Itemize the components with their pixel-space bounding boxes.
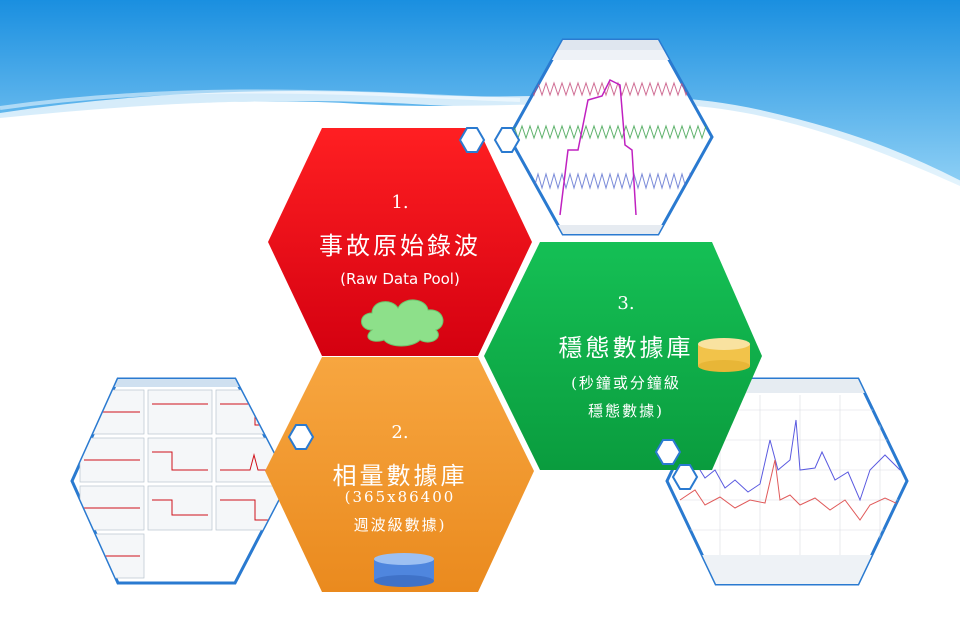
phasor-screenshot — [70, 377, 290, 585]
hex1-subtitle: (Raw Data Pool) — [340, 270, 460, 288]
database-icon — [374, 553, 434, 587]
hex-raw-data — [268, 128, 532, 356]
hex3-subtitle-line1: (秒鐘或分鐘級 — [571, 374, 681, 392]
hex1-title: 事故原始錄波 — [319, 232, 481, 260]
hex3-subtitle-line2: 穩態數據) — [588, 402, 664, 420]
connector-hexagons — [287, 127, 699, 490]
hex3-number: 3. — [617, 293, 635, 314]
hex2-number: 2. — [391, 422, 409, 443]
cloud-icon — [361, 299, 444, 347]
hex2-title: 相量數據庫 — [332, 462, 468, 490]
hex3-title: 穩態數據庫 — [558, 334, 694, 362]
hex2-subtitle-line2: 週波級數據) — [353, 516, 447, 534]
hex1-number: 1. — [391, 192, 409, 213]
hex2-subtitle-line1: (365x86400 — [344, 488, 456, 506]
hex-phasor-db — [265, 357, 534, 592]
database-icon — [698, 338, 750, 372]
hex-steady-state-db — [484, 242, 762, 470]
